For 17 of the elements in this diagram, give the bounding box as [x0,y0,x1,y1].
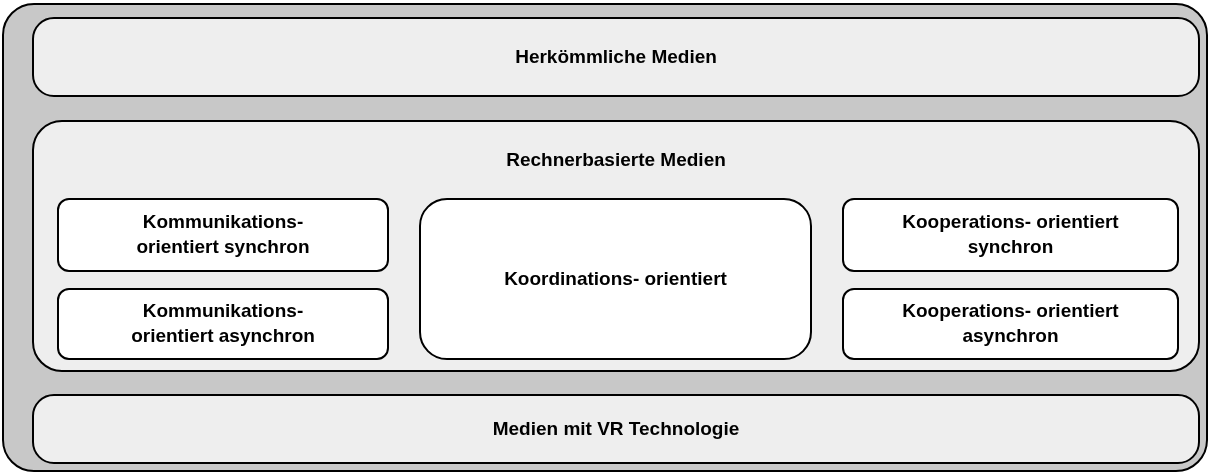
node-label: Kommunikations- orientiert synchron [135,210,311,259]
node-label: Kooperations- orientiert asynchron [901,299,1120,348]
category-box [842,288,1179,360]
layer-panel [32,120,1200,372]
node-label: Kooperations- orientiert synchron [901,210,1120,259]
outer-frame [2,3,1208,472]
node-label: Koordinations- orientiert [504,266,727,291]
node-label: Herkömmliche Medien [515,44,717,69]
node-label: Kommunikations- orientiert asynchron [130,299,316,348]
category-box [842,198,1179,272]
category-box [57,198,389,272]
node-label: Medien mit VR Technologie [492,416,740,441]
category-box [57,288,389,360]
node-label: Rechnerbasierte Medien [506,148,726,172]
category-box [419,198,812,360]
layer-panel [32,394,1200,464]
layer-panel [32,17,1200,97]
